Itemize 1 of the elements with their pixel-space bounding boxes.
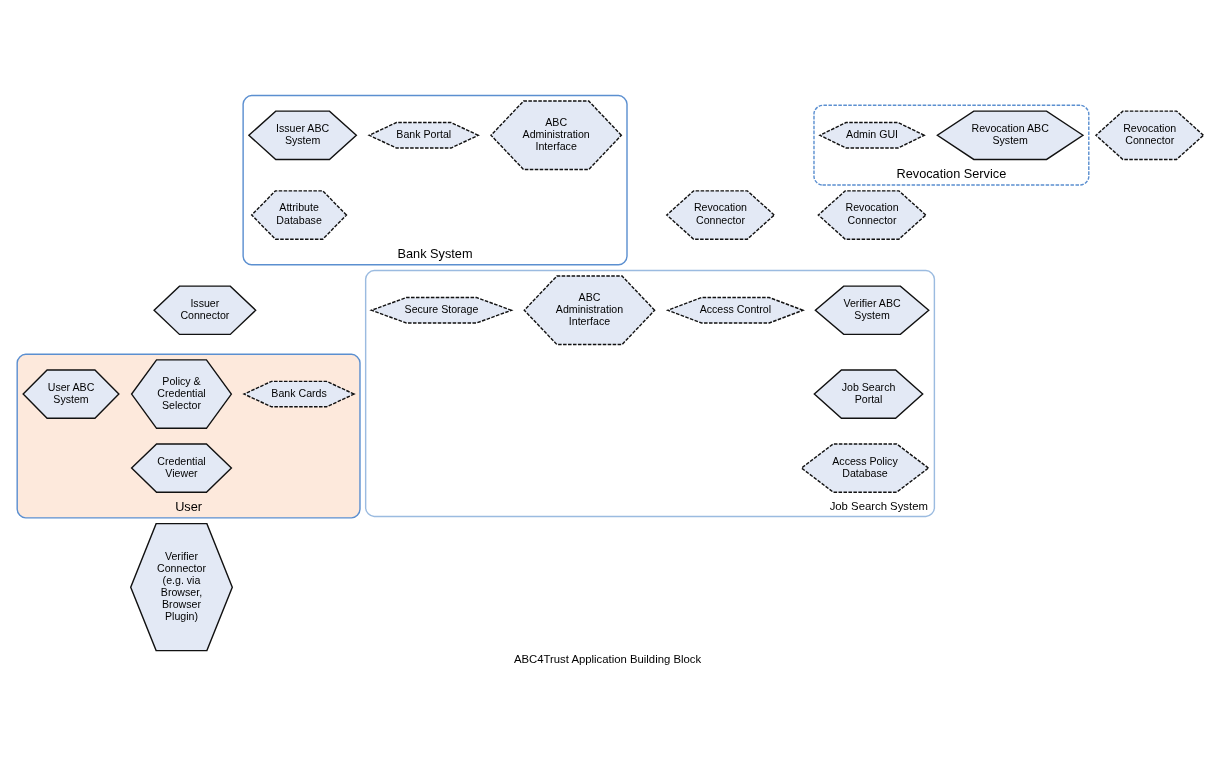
caption: ABC4Trust Application Building Block <box>513 652 702 665</box>
